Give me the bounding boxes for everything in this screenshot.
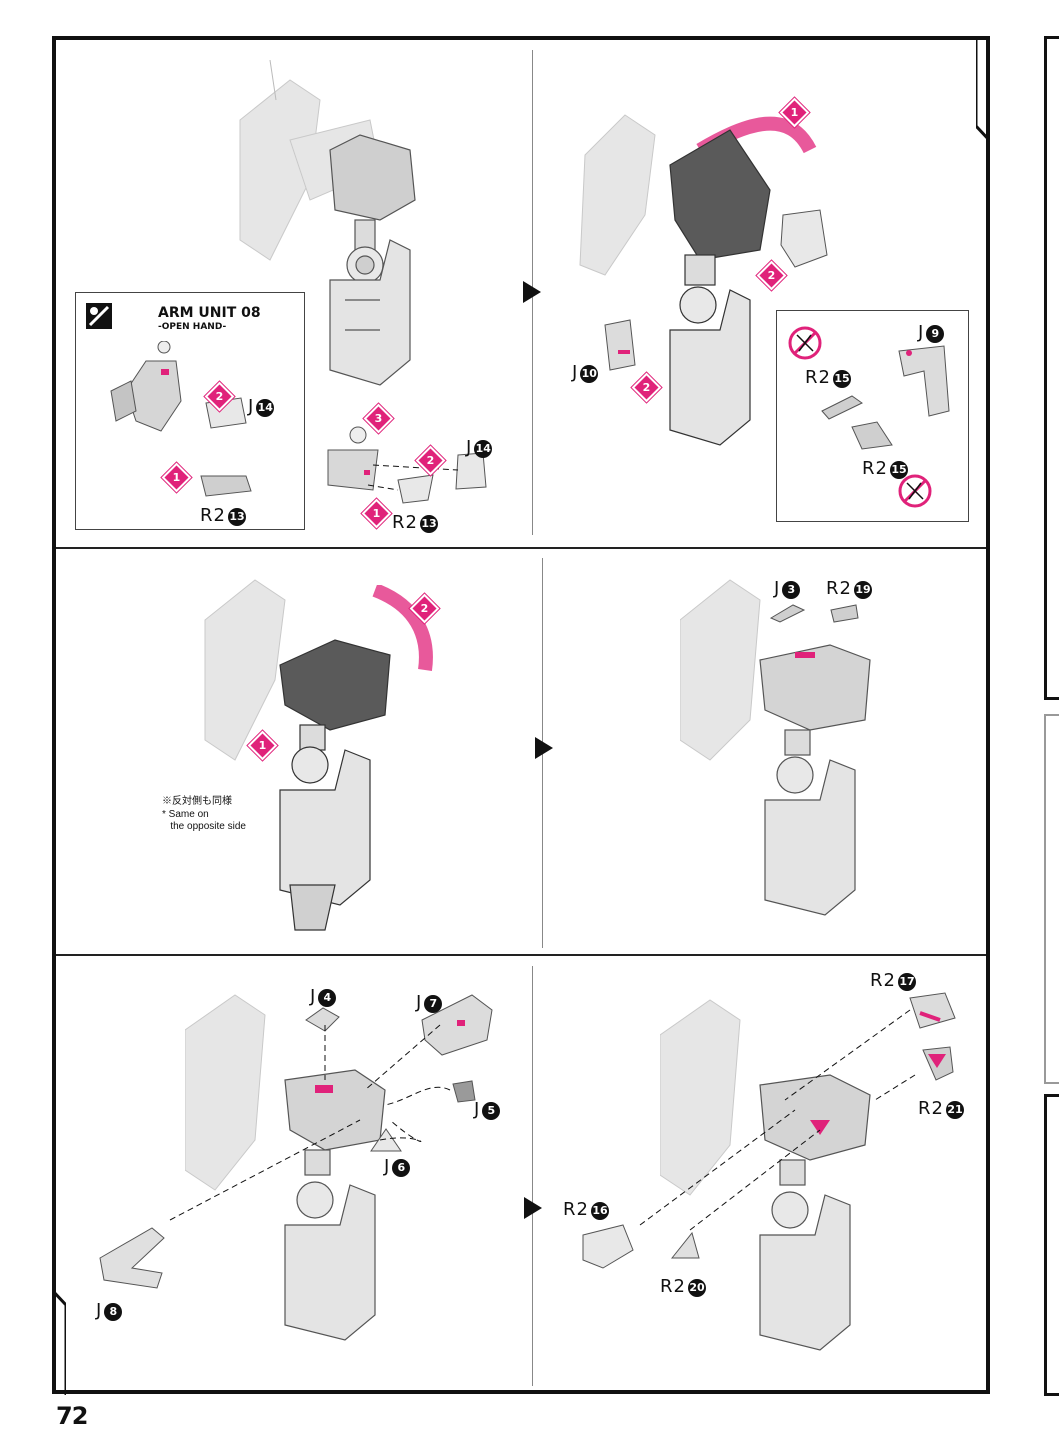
- arm-unit-exploded: [185, 994, 386, 1341]
- j3-part: [769, 604, 806, 623]
- note-en: * Same on the opposite side: [162, 809, 246, 832]
- prohibited-icon-2: [898, 474, 932, 508]
- next-step-arrow-1: [523, 281, 541, 303]
- ghost-mobile-suit-figure-2: [579, 114, 656, 276]
- arm-unit-assembled: [680, 579, 871, 916]
- arm-unit-rotated-back: [279, 585, 433, 931]
- col-divider-3: [532, 966, 533, 1386]
- edge-tab-1: [1044, 36, 1059, 700]
- j10-part: [604, 319, 636, 371]
- r219-part: [830, 604, 859, 623]
- shoulder-cover-part: [780, 209, 828, 268]
- row-divider-2: [56, 954, 986, 956]
- open-hand-part: [110, 341, 182, 432]
- arm-unit-rotated: [669, 116, 817, 446]
- r217-part: [909, 992, 956, 1029]
- arm-unit-final: [660, 999, 871, 1351]
- row-divider-1: [56, 547, 986, 549]
- r215-part-2: [851, 421, 893, 450]
- inset-subtitle: -OPEN HAND-: [158, 322, 227, 332]
- j8-part: [99, 1227, 165, 1289]
- prohibited-icon-1: [788, 326, 822, 360]
- arm-unit-model: [329, 134, 416, 386]
- note-jp: ※反対側も同様: [162, 796, 232, 807]
- hand-assembly-group: [327, 426, 487, 504]
- next-step-arrow-2: [535, 737, 553, 759]
- assembly-guides-panel5: [169, 1024, 451, 1221]
- page-number: 72: [56, 1402, 88, 1430]
- assembly-guides-panel6: [639, 1009, 916, 1231]
- right-edge-tabs: [1044, 36, 1059, 1396]
- j6-part: [370, 1128, 402, 1152]
- r216-part: [582, 1224, 634, 1269]
- edge-tab-3: [1044, 1094, 1059, 1396]
- j4-part: [305, 1007, 340, 1032]
- j7-part: [421, 994, 493, 1056]
- corner-notch-bottom-left: [52, 1288, 66, 1395]
- detail-inset-box: [776, 310, 969, 522]
- corner-notch-top-right: [976, 36, 990, 143]
- edge-tab-2: [1044, 714, 1059, 1084]
- r213-part-inset: [200, 475, 252, 497]
- tool-icon: [86, 303, 112, 329]
- r221-part: [922, 1046, 954, 1081]
- next-step-arrow-3: [524, 1197, 542, 1219]
- r220-part: [670, 1231, 700, 1259]
- j9-part: [898, 345, 950, 417]
- j5-part: [452, 1080, 476, 1103]
- r215-part-1: [821, 395, 863, 420]
- ghost-mobile-suit-figure-3: [204, 579, 286, 761]
- inset-title: ARM UNIT 08: [158, 305, 261, 321]
